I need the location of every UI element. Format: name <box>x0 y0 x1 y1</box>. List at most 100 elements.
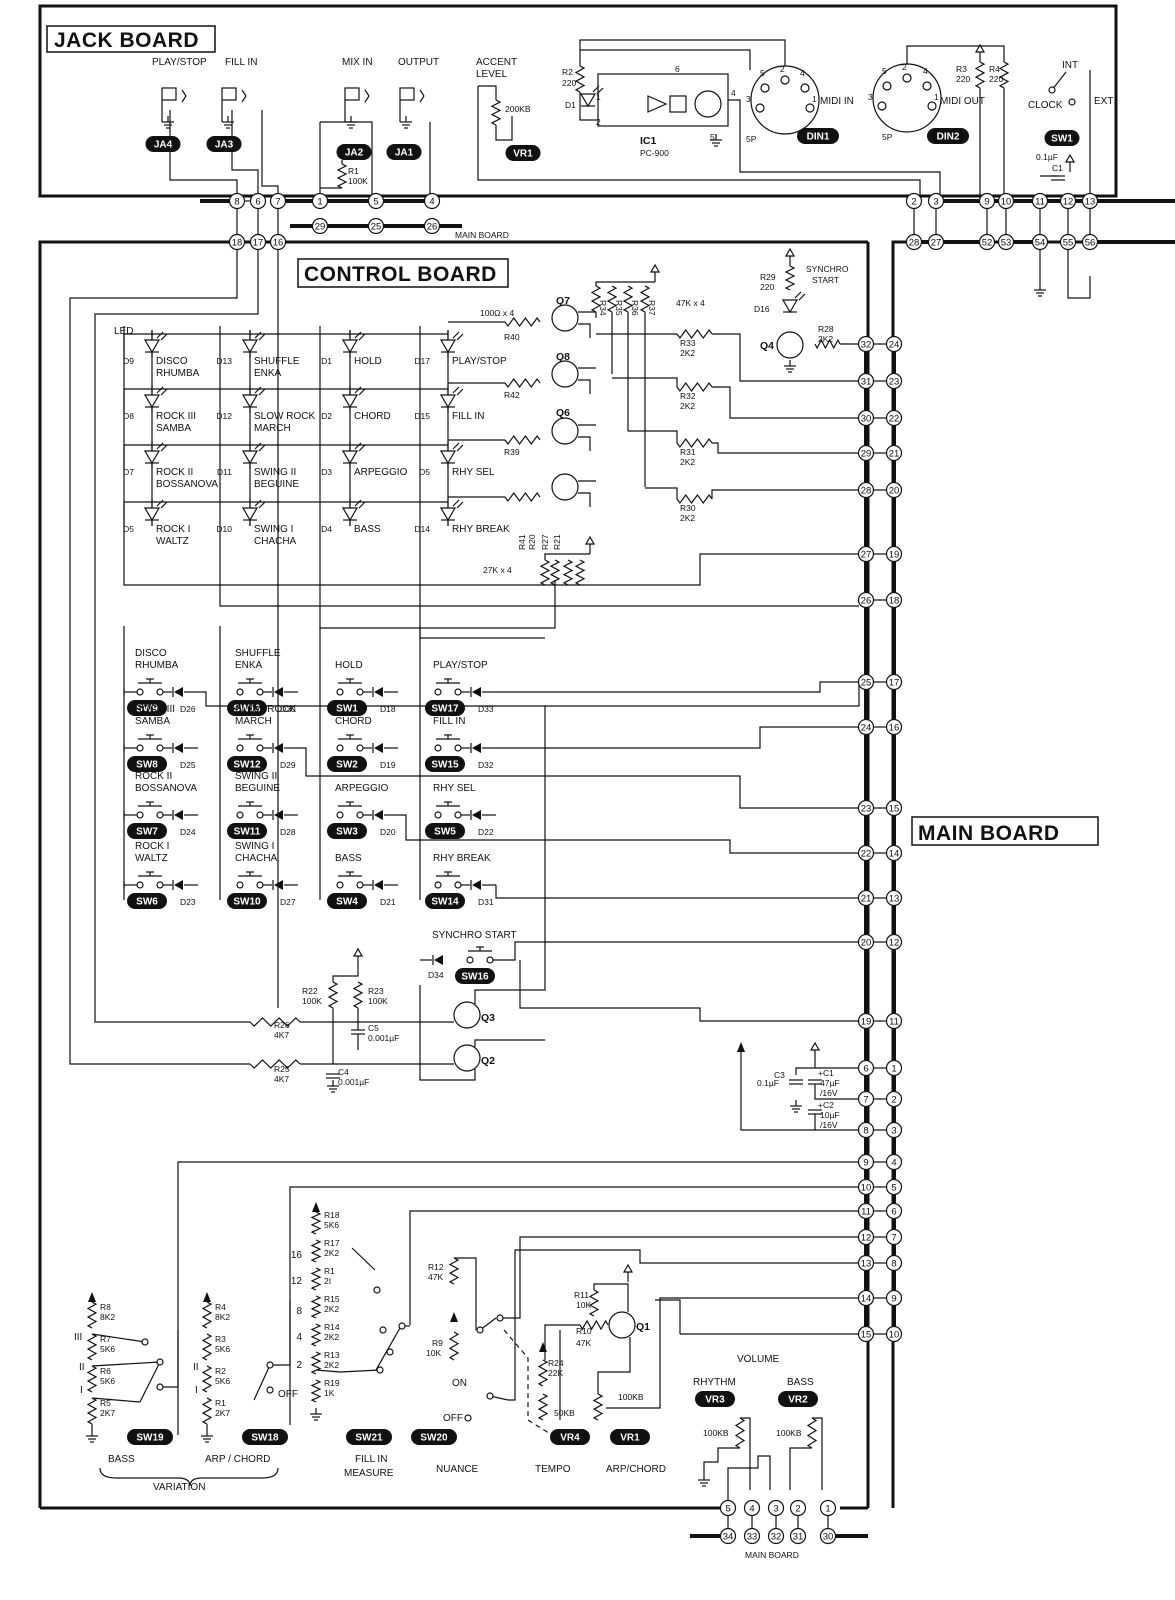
led-ref-4: D8 <box>123 411 134 421</box>
ctrl-right-pin-4-number: 4 <box>891 1158 896 1169</box>
sw-name-1-3: PLAY/STOP <box>433 660 488 671</box>
sw21-badge <box>346 1429 392 1445</box>
switch-contact <box>156 1383 164 1391</box>
resistor <box>676 328 713 340</box>
jack-conn-pin-1 <box>311 192 329 210</box>
led-name-1-4: ROCK III <box>156 411 196 422</box>
sw-name-1-1: SHUFFLE <box>235 648 281 659</box>
wire <box>906 45 1005 64</box>
transistor-body <box>694 90 722 118</box>
ic-pin: 2 <box>596 117 601 127</box>
jack-label-ja2: MIX IN <box>342 57 373 68</box>
r28-val: 2K2 <box>818 334 833 344</box>
ctrl-left-pin-6 <box>857 1059 875 1077</box>
bottom-conn-top-2-number: 2 <box>795 1504 800 1515</box>
ctrl-right-pin-24 <box>885 335 903 353</box>
led-name-1-12: ROCK I <box>156 524 190 535</box>
resistor <box>86 1333 98 1361</box>
bottom-conn-top-5 <box>719 1499 737 1517</box>
ctrl-left-pin-15 <box>857 1325 875 1343</box>
ctrl-right-pin-11 <box>885 1012 903 1030</box>
resistor <box>784 265 796 291</box>
sw-badge-SW4 <box>327 893 367 909</box>
led-name-1-15: RHY BREAK <box>452 524 510 535</box>
switch-contact <box>356 688 364 696</box>
sw-name-1-15: RHY BREAK <box>433 853 491 864</box>
din1-badge <box>797 128 839 144</box>
resistor <box>310 1323 322 1347</box>
jack-label-ja4: PLAY/STOP <box>152 57 207 68</box>
sw-diode-2: D18 <box>380 704 396 714</box>
jack-conn-pin-9 <box>978 192 996 210</box>
wire <box>579 39 786 66</box>
control-board-title: CONTROL BOARD <box>304 263 497 286</box>
sw-badge-SW17 <box>425 700 465 716</box>
diode-symbol <box>434 955 443 965</box>
sw-name-1-9: SWING II <box>235 771 277 782</box>
sw-name-2-1: ENKA <box>235 660 263 671</box>
r29-name: R29 <box>760 272 776 282</box>
vr2-val: 100KB <box>776 1428 802 1438</box>
din-pin <box>927 101 937 111</box>
switch-contact <box>434 811 442 819</box>
sw-badge-SW1 <box>327 700 367 716</box>
led-name-1-3: PLAY/STOP <box>452 356 507 367</box>
ctrl-right-pin-11-number: 11 <box>889 1017 899 1028</box>
resistor <box>606 285 618 313</box>
sw-name-2-12: WALTZ <box>135 853 168 864</box>
transistor-body <box>551 304 579 332</box>
sw21-pos-5: OFF <box>278 1389 298 1400</box>
sw21-res-name-4: R14 <box>324 1322 340 1332</box>
led-ref-13: D10 <box>216 524 232 534</box>
led-symbol <box>241 339 259 354</box>
sw-name-2-4: SAMBA <box>135 716 170 727</box>
r1-name: R1 <box>348 166 359 176</box>
wire <box>500 1236 859 1319</box>
resistor <box>806 1417 818 1449</box>
led-ref-5: D12 <box>216 411 232 421</box>
ctrl-right-pin-9-number: 9 <box>891 1294 896 1305</box>
transistor-body <box>551 473 579 501</box>
ctrl-left-pin-10-number: 10 <box>861 1183 872 1194</box>
ctrl-pin-18 <box>228 233 246 251</box>
resistor <box>201 1365 213 1393</box>
bottom-conn-bot-33 <box>743 1527 761 1545</box>
jack-badge-ja4 <box>145 136 181 152</box>
sw-name-1-5: SLOW ROCK <box>235 704 296 715</box>
led-ref-0: D9 <box>123 356 134 366</box>
ic-pin: 1 <box>596 92 601 102</box>
rpull-label: R27 <box>540 534 550 550</box>
ctrl-right-pin-3 <box>885 1121 903 1139</box>
ctrl-right-pin-7 <box>885 1228 903 1246</box>
wire <box>160 501 168 509</box>
wire <box>452 442 460 450</box>
sw18-res-name-2: R2 <box>215 1366 226 1376</box>
bottom-conn-top-3-number: 3 <box>773 1504 778 1515</box>
sw18-res-name-3: R1 <box>215 1398 226 1408</box>
r11-val: 10K <box>576 1300 591 1310</box>
bottom-conn-bot-34-number: 34 <box>723 1532 734 1543</box>
wire <box>364 89 370 97</box>
ctrl-right-pin-14-number: 14 <box>889 849 900 860</box>
sw21-pos-3: 4 <box>296 1332 302 1343</box>
switch-contact <box>136 881 144 889</box>
r25-val: 4K7 <box>274 1074 289 1084</box>
led-symbol <box>143 450 161 465</box>
resistor <box>549 559 561 586</box>
wire <box>544 1324 580 1360</box>
main-pin-53-number: 53 <box>1001 238 1012 249</box>
switch-contact <box>336 744 344 752</box>
wire <box>814 1084 859 1100</box>
rstack-label: R36 <box>630 300 640 316</box>
led-symbol <box>143 339 161 354</box>
switch-int-label: INT <box>1062 60 1078 71</box>
sw19-badge-text: SW19 <box>136 1433 164 1444</box>
wire <box>419 985 476 1081</box>
ctrl-right-pin-18 <box>885 591 903 609</box>
din-pin-label: 4 <box>923 66 928 76</box>
din-pin-label: 3 <box>746 94 751 104</box>
ctrl-right-pin-13-number: 13 <box>889 894 900 905</box>
sw1-badge <box>1044 130 1080 146</box>
switch-contact <box>476 1326 484 1334</box>
diode-symbol <box>472 880 481 890</box>
